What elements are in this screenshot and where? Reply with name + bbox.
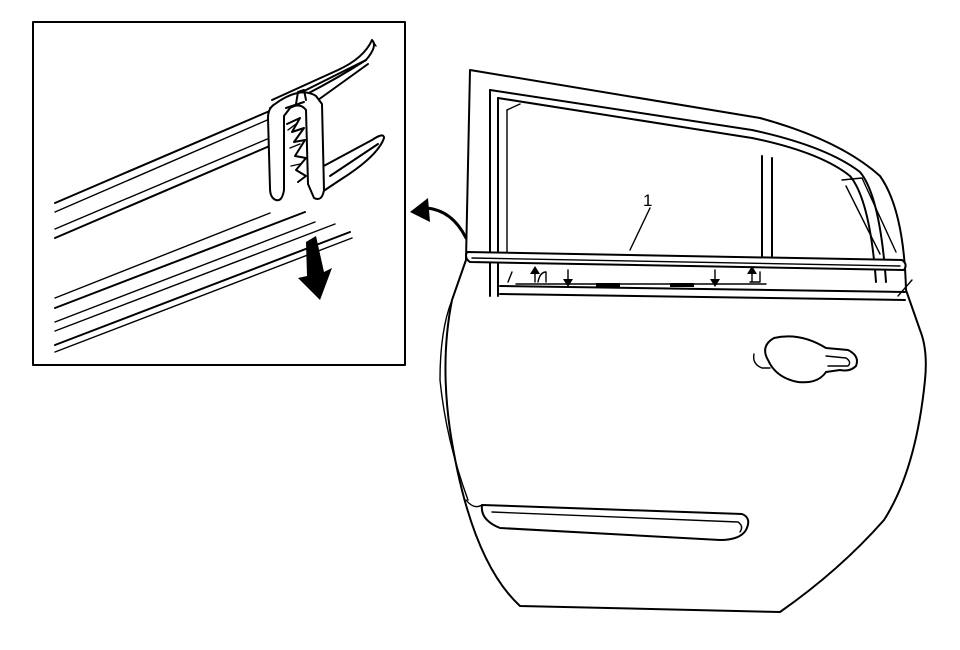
arrow-down-icon-left — [563, 269, 573, 287]
arrow-down-icon — [298, 236, 332, 300]
rear-door — [439, 69, 927, 613]
curved-arrow-icon — [410, 198, 468, 240]
inset-frame — [32, 21, 406, 366]
arrow-up-icon — [530, 266, 540, 283]
callout-1: 1 — [629, 191, 652, 251]
detail-inset — [32, 21, 406, 366]
arrow-up-icon-right — [747, 266, 757, 283]
inset-molding-lower — [54, 211, 353, 353]
inset-molding-upper — [54, 39, 385, 239]
side-molding — [465, 499, 750, 541]
door-handle — [752, 335, 858, 384]
callout-label-1: 1 — [643, 191, 652, 210]
clip-markers — [515, 271, 767, 287]
belt-molding — [465, 251, 907, 271]
arrow-down-icon-right — [710, 269, 720, 287]
retaining-clip — [267, 89, 325, 202]
